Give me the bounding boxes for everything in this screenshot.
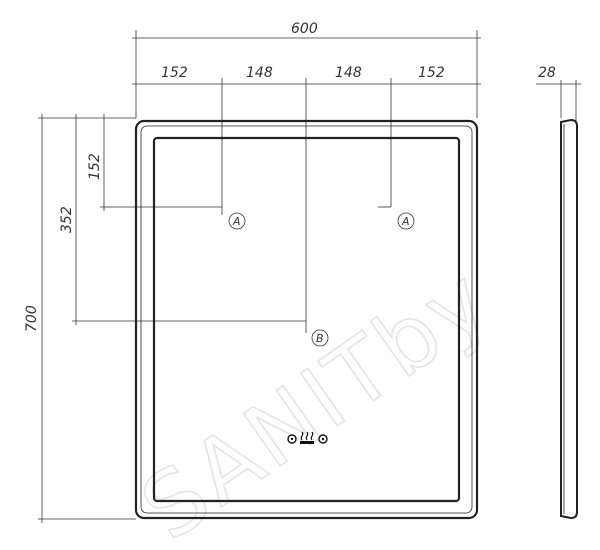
svg-text:A: A (401, 215, 410, 228)
dim-height-mid: 352 (59, 206, 75, 233)
dim-total-height: 700 (24, 305, 40, 332)
power-button-icon[interactable] (287, 434, 297, 444)
dim-total-width: 600 (291, 21, 318, 37)
heater-button-icon[interactable] (300, 431, 314, 444)
dim-segment-4: 152 (418, 65, 445, 81)
touch-control-panel (287, 431, 328, 444)
dimmer-button-icon[interactable] (318, 434, 328, 444)
mirror-outer-frame (134, 119, 479, 520)
mount-marker-a-left: A (228, 212, 246, 230)
mirror-side-view (560, 118, 578, 520)
dim-height-top: 152 (87, 153, 103, 180)
mirror-front-view (134, 119, 479, 520)
svg-text:B: B (316, 332, 324, 345)
dim-segment-2: 148 (246, 65, 273, 81)
side-dimension-lines (536, 80, 581, 122)
mirror-led-strip (152, 136, 461, 503)
mount-marker-b: B (311, 329, 329, 347)
watermark: SANITby (123, 247, 509, 550)
dim-segment-3: 148 (335, 65, 362, 81)
svg-text:A: A (232, 215, 241, 228)
dim-segment-1: 152 (161, 65, 188, 81)
left-dimension-lines (38, 114, 391, 523)
mirror-glass-edge (140, 125, 473, 514)
mount-marker-a-right: A (397, 212, 415, 230)
dim-depth: 28 (538, 65, 556, 81)
